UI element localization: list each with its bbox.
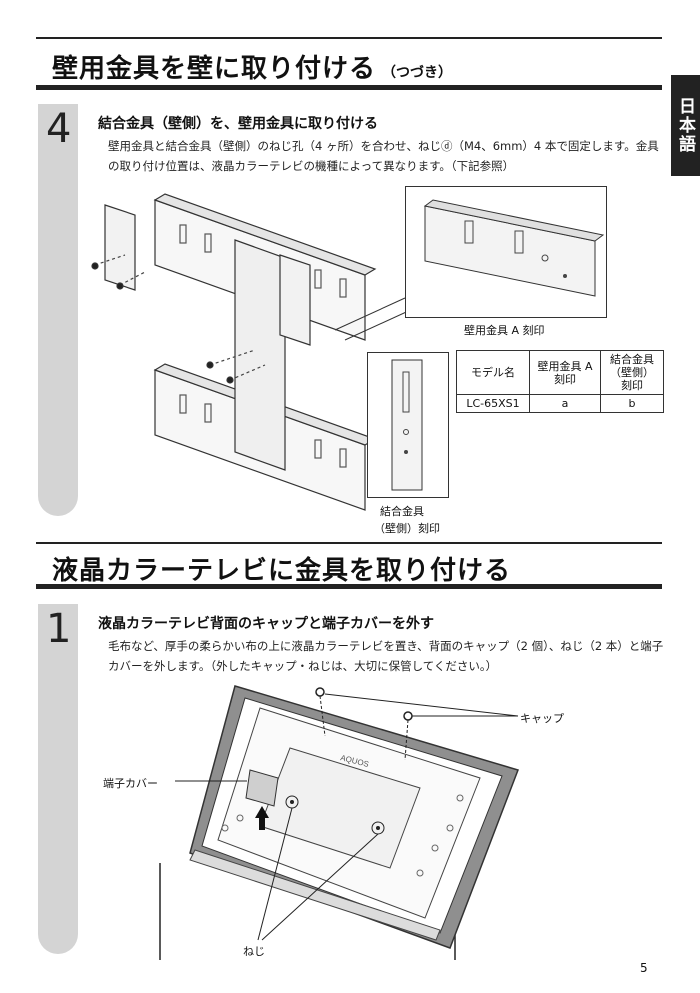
table-header-wall-bracket: 壁用金具 A 刻印 bbox=[529, 350, 601, 395]
tv-back-illustration: AQUOS bbox=[159, 685, 519, 960]
terminal-cover-label: 端子カバー bbox=[103, 777, 158, 790]
table-cell-joint-bracket: b bbox=[600, 394, 664, 413]
cap-label: キャップ bbox=[520, 712, 564, 725]
bracket-illustration bbox=[91, 193, 416, 511]
joint-bracket-label-line1: 結合金具 bbox=[380, 505, 424, 518]
step-4-number: 4 bbox=[46, 106, 72, 152]
table-header-model: モデル名 bbox=[456, 350, 530, 395]
language-tab-label: 日本語 bbox=[675, 97, 695, 154]
language-tab: 日本語 bbox=[671, 75, 700, 176]
section-title-underline bbox=[36, 85, 662, 90]
section-title-text: 壁用金具を壁に取り付ける bbox=[52, 54, 377, 84]
table-cell-wall-bracket: a bbox=[529, 394, 601, 413]
step-4-strip bbox=[38, 104, 78, 516]
step-1-heading: 液晶カラーテレビ背面のキャップと端子カバーを外す bbox=[98, 616, 434, 632]
section-title-tv-bracket: 液晶カラーテレビに金具を取り付ける bbox=[52, 556, 512, 586]
section-2-top-rule bbox=[36, 542, 662, 544]
top-rule bbox=[36, 37, 662, 39]
model-engraving-table: モデル名 壁用金具 A 刻印 結合金具 （壁側） 刻印 LC-65XS1 a b bbox=[456, 350, 664, 413]
section-title-wall-bracket: 壁用金具を壁に取り付ける （つづき） bbox=[52, 48, 452, 85]
step-1-body: 毛布など、厚手の柔らかい布の上に液晶カラーテレビを置き、背面のキャップ（2 個）… bbox=[108, 639, 664, 673]
joint-bracket-zoom-box bbox=[367, 352, 449, 498]
page-number: 5 bbox=[640, 961, 648, 975]
table-row: LC-65XS1 a b bbox=[456, 394, 664, 413]
step-4-body: 壁用金具と結合金具（壁側）のねじ孔（4 ヶ所）を合わせ、ねじⓓ（M4、6mm）4… bbox=[108, 139, 659, 173]
step-1-strip bbox=[38, 604, 78, 954]
joint-bracket-label-line2: （壁側）刻印 bbox=[374, 522, 440, 535]
wall-bracket-zoom-box bbox=[405, 186, 607, 318]
screw-label: ねじ bbox=[243, 945, 265, 958]
wall-bracket-a-label: 壁用金具 A 刻印 bbox=[464, 324, 545, 337]
table-header-joint-bracket: 結合金具 （壁側） 刻印 bbox=[600, 350, 664, 395]
table-cell-model: LC-65XS1 bbox=[456, 394, 530, 413]
section-title-subtext: （つづき） bbox=[382, 65, 453, 81]
table-header-row: モデル名 壁用金具 A 刻印 結合金具 （壁側） 刻印 bbox=[456, 350, 664, 395]
step-1-number: 1 bbox=[46, 606, 72, 652]
step-4-heading: 結合金具（壁側）を、壁用金具に取り付ける bbox=[98, 116, 378, 132]
section-2-title-underline bbox=[36, 584, 662, 589]
